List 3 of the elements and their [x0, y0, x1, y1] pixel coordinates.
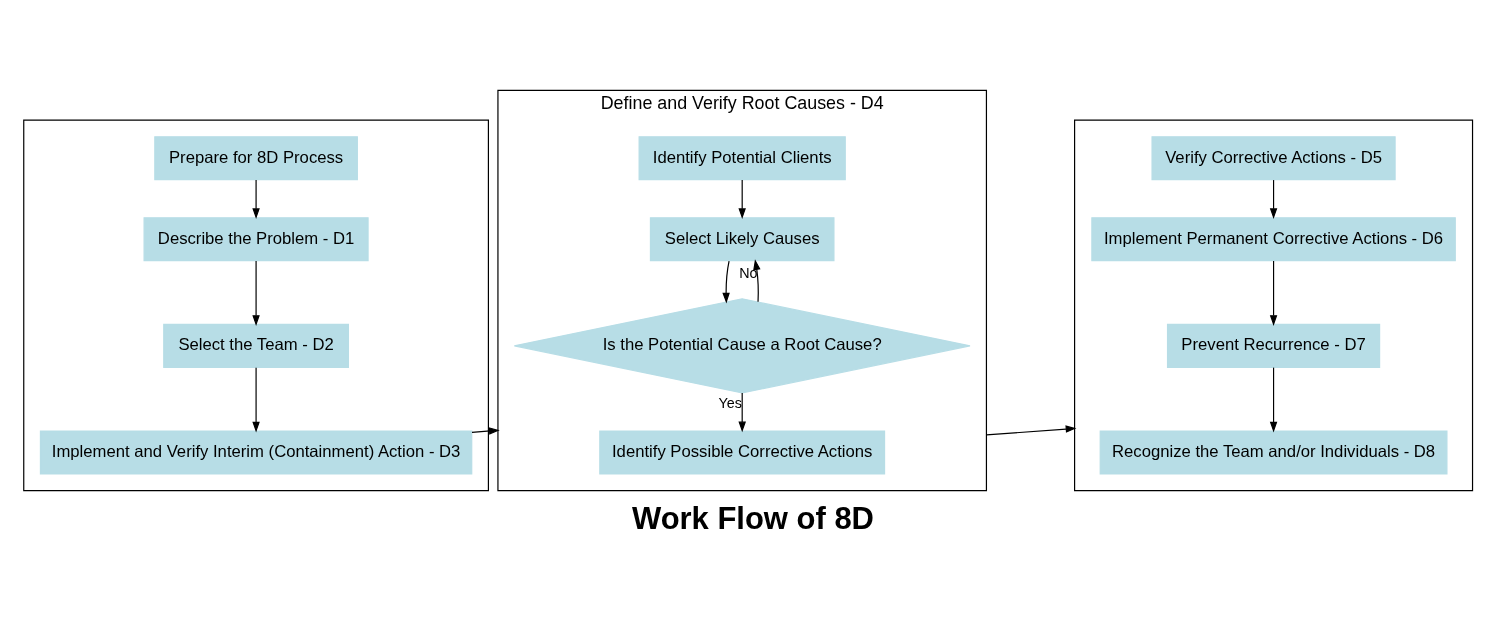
- caption: Work Flow of 8D: [631, 500, 874, 536]
- edge-label: Yes: [718, 394, 742, 411]
- edge-label: No: [738, 264, 758, 281]
